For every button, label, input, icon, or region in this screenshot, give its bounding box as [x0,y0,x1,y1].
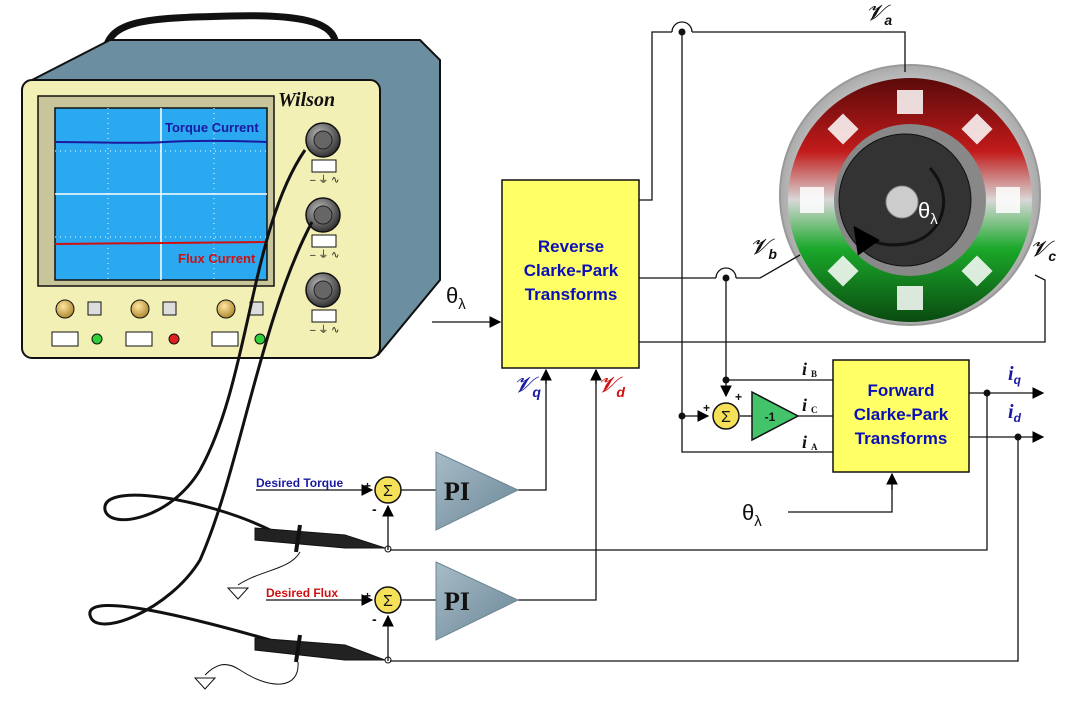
svg-text:– ⏚ ∿: – ⏚ ∿ [310,324,340,336]
vb-label: 𝓥b [750,234,777,262]
scope-handle[interactable] [101,12,339,53]
scope-control-row [51,299,266,347]
svg-text:Clarke-Park: Clarke-Park [854,405,949,424]
svg-text:Reverse: Reverse [538,237,604,256]
oscilloscope: Torque Current Flux Current Wilson – ⏚ ∿… [21,12,441,359]
junction-dots [678,28,1022,441]
desired-flux-label: Desired Flux [266,586,338,600]
svg-text:– ⏚ ∿: – ⏚ ∿ [310,249,340,261]
iq-label: iq [1008,363,1022,387]
rotor-theta: θλ [918,198,938,228]
probe-cables [88,149,314,642]
flux-pi-controller[interactable]: PI [435,561,520,641]
led-red [168,333,180,345]
svg-text:-1: -1 [765,410,776,424]
reverse-clarke-park-block[interactable]: Reverse Clarke-Park Transforms [501,179,640,369]
negation-gain: -1 [751,390,800,442]
vc-label: 𝓥c [1030,236,1056,264]
va-label: 𝓥a [866,0,892,28]
svg-text:-: - [372,501,377,517]
svg-text:Σ: Σ [383,483,393,500]
svg-text:PI: PI [444,477,470,506]
rotation-arrow [853,166,946,256]
probe-2[interactable] [193,634,392,690]
led-green-2 [254,333,266,345]
led-green-1 [91,333,103,345]
svg-text:Σ: Σ [383,593,393,610]
svg-text:Forward: Forward [867,381,934,400]
toggle-1[interactable] [51,331,79,347]
control-knob-2[interactable] [130,299,150,319]
rotor-shaft [885,185,919,219]
channel-1-knob[interactable]: – ⏚ ∿ [305,122,341,186]
svg-text:+: + [735,390,742,404]
svg-text:Transforms: Transforms [525,285,618,304]
toggle-3[interactable] [211,331,239,347]
flux-sum-junction: Σ + - [364,586,402,627]
channel-2-knob[interactable]: – ⏚ ∿ [305,197,341,261]
forward-clarke-park-block[interactable]: Forward Clarke-Park Transforms [832,359,970,473]
vq-label: 𝓥q [514,372,541,400]
svg-text:+: + [364,479,371,493]
svg-text:Transforms: Transforms [855,429,948,448]
scope-brand: Wilson [278,89,335,111]
desired-torque-label: Desired Torque [256,476,343,490]
svg-text:PI: PI [444,587,470,616]
svg-text:– ⏚ ∿: – ⏚ ∿ [310,174,340,186]
theta-input-label: θλ [446,283,466,313]
torque-sum-junction: Σ + - [364,476,402,517]
scope-axes [55,108,267,280]
flux-current-label: Flux Current [178,251,256,266]
svg-text:+: + [364,589,371,603]
svg-text:Clarke-Park: Clarke-Park [524,261,619,280]
probe-1[interactable] [226,524,392,600]
svg-text:-: - [372,611,377,627]
control-knob-1[interactable] [55,299,75,319]
theta-forward-label: θλ [742,500,762,530]
id-label: id [1008,401,1022,425]
flux-trace [54,241,268,245]
control-knob-3[interactable] [216,299,236,319]
motor: θλ [779,64,1041,326]
torque-trace [54,139,268,144]
wires [256,21,1046,662]
control-switch-1[interactable] [87,301,102,316]
toggle-2[interactable] [125,331,153,347]
vd-label: 𝓥d [598,372,625,400]
svg-text:+: + [703,401,710,415]
control-switch-2[interactable] [162,301,177,316]
channel-3-knob[interactable]: – ⏚ ∿ [305,272,341,336]
svg-text:Σ: Σ [721,409,731,426]
torque-pi-controller[interactable]: PI [435,451,520,531]
torque-current-label: Torque Current [165,120,259,135]
current-sum-junction: Σ + + [703,390,742,430]
